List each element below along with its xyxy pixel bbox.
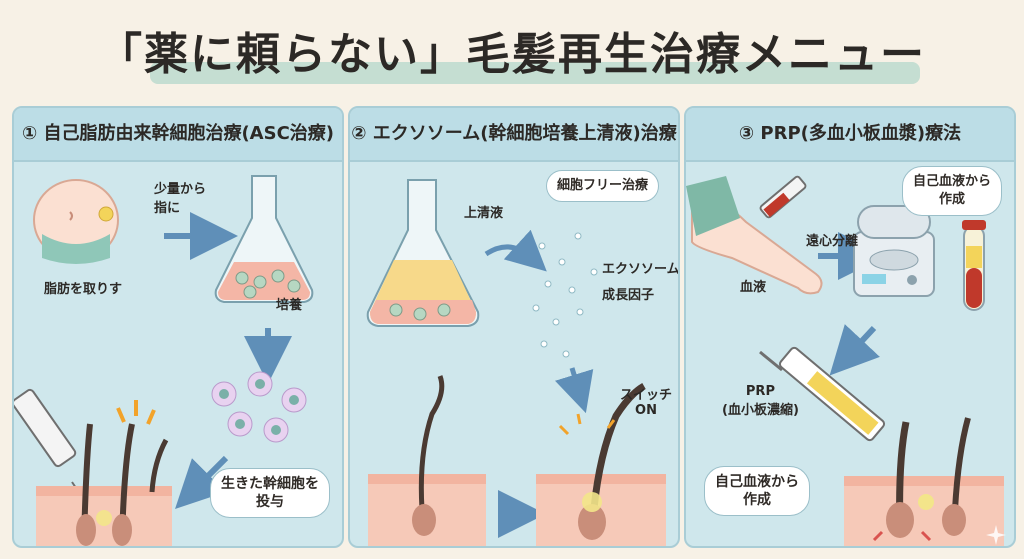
prp-illustration <box>686 175 1004 546</box>
supernatant-flask-icon <box>366 179 480 327</box>
small-amount-label: 少量から 指に <box>154 182 207 216</box>
dormant-hair-cross-section <box>368 375 486 546</box>
blood-tube-icon <box>962 220 986 311</box>
page-title: 「薬に頼らない」毛髪再生治療メニュー <box>98 29 926 80</box>
blood-draw-syringe-icon <box>759 175 807 219</box>
exosome-label: エクソソーム <box>602 262 680 277</box>
exosome-particles-icon <box>532 232 598 358</box>
centrifuge-label: 遠心分離 <box>806 234 859 249</box>
panel-asc-therapy: ① 自己脂肪由来幹細胞治療(ASC治療) <box>12 106 344 548</box>
culture-flask-icon <box>214 175 314 303</box>
panel-exosome-therapy: ② エクソソーム(幹細胞培養上清液)治療 <box>348 106 680 548</box>
stem-cells-icon <box>211 371 307 443</box>
title-area: 「薬に頼らない」毛髪再生治療メニュー <box>0 0 1024 96</box>
centrifuge-icon <box>853 205 935 297</box>
own-blood-bubble-top: 自己血液から 作成 <box>902 166 1003 216</box>
arm-icon <box>686 176 823 295</box>
active-hair-cross-section <box>536 382 666 546</box>
prp-syringe-icon <box>759 346 886 442</box>
panel-heading: ① 自己脂肪由来幹細胞治療(ASC治療) <box>14 108 342 162</box>
supernatant-label: 上清液 <box>464 206 504 221</box>
administer-stem-cells-bubble: 生きた幹細胞を 投与 <box>210 468 330 518</box>
sparkle-icon <box>986 525 1006 545</box>
growth-factor-label: 成長因子 <box>602 288 655 303</box>
exosome-illustration <box>366 179 666 546</box>
title-highlight <box>150 62 920 84</box>
scalp-cross-section <box>36 423 172 546</box>
own-blood-bubble-bottom: 自己血液から 作成 <box>704 466 810 516</box>
fat-extraction-label: 脂肪を取りす <box>44 282 123 297</box>
prp-label: PRP (血小板濃縮) <box>722 384 799 418</box>
panel-heading: ② エクソソーム(幹細胞培養上清液)治療 <box>350 108 678 162</box>
blood-label: 血液 <box>740 280 767 295</box>
scalp-cross-section <box>844 417 1004 546</box>
panel-heading: ③ PRP(多血小板血漿)療法 <box>686 108 1014 162</box>
panel-prp-therapy: ③ PRP(多血小板血漿)療法 <box>684 106 1016 548</box>
culture-label: 培養 <box>276 298 303 313</box>
asc-illustration <box>14 175 314 546</box>
cell-free-bubble: 細胞フリー治療 <box>546 170 660 202</box>
switch-on-label: スイッチ ON <box>620 388 673 418</box>
belly-icon <box>33 179 119 264</box>
